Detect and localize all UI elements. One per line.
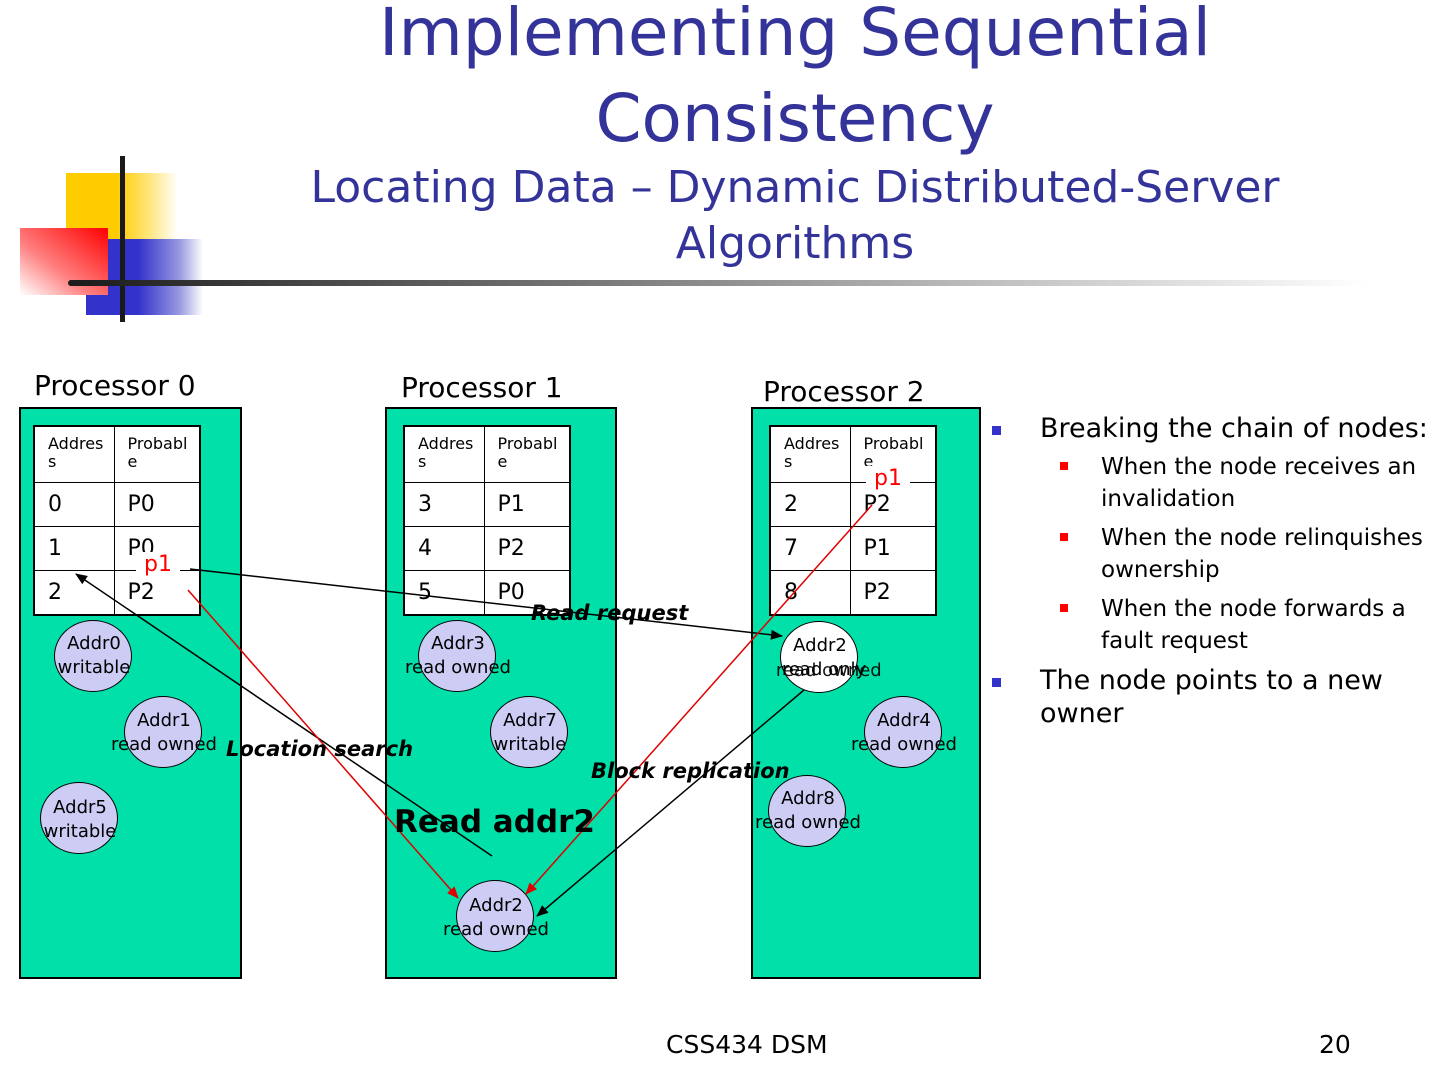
table-row: 3 P1 [403, 481, 571, 527]
overwrite-annotation-p1: p1 [136, 552, 180, 577]
table-row: 2 P2 [769, 481, 937, 527]
table-cell-address: 0 [33, 481, 115, 527]
bullet-item: Breaking the chain of nodes: [988, 412, 1438, 445]
table-row: 1 P0 [33, 525, 201, 571]
table-cell-owner: P1 [849, 525, 937, 571]
slide-title: Implementing Sequential Consistency [379, 0, 1211, 157]
processor-2-table: Addres s Probabl e 2 P2 7 P1 8 P2 [769, 425, 937, 616]
table-row: 8 P2 [769, 569, 937, 615]
sub-bullet-item: When the node receives an invalidation [988, 451, 1438, 515]
sub-bullet-item: When the node relinquishes ownership [988, 522, 1438, 586]
processor-1-label: Processor 1 [401, 371, 563, 404]
overwrite-annotation-p1: p1 [866, 466, 910, 491]
table-row: 0 P0 [33, 481, 201, 527]
table-cell-address: 2 [769, 481, 851, 527]
processor-0-table: Addres s Probabl e 0 P0 1 P0 2 P2 [33, 425, 201, 616]
location-search-label: Location search [226, 737, 414, 761]
table-header-address: Addres s [403, 425, 485, 483]
slide-subtitle: Locating Data – Dynamic Distributed-Serv… [310, 162, 1280, 269]
title-underline-bar [68, 280, 1368, 286]
block-replication-label: Block replication [591, 759, 790, 783]
table-cell-owner: P2 [849, 569, 937, 615]
table-cell-address: 2 [33, 569, 115, 615]
sub-bullet-item: When the node forwards a fault request [988, 593, 1438, 657]
logo-vertical-bar [120, 156, 125, 322]
table-cell-address: 3 [403, 481, 485, 527]
bullet-item: The node points to a new owner [988, 664, 1438, 730]
table-row: 7 P1 [769, 525, 937, 571]
table-row: 4 P2 [403, 525, 571, 571]
node-addr4 [864, 696, 942, 768]
table-cell-address: 1 [33, 525, 115, 571]
table-cell-address: 8 [769, 569, 851, 615]
table-cell-owner: P1 [483, 481, 571, 527]
table-header-address: Addres s [769, 425, 851, 483]
table-cell-address: 4 [403, 525, 485, 571]
bullet-list: Breaking the chain of nodes: When the no… [988, 412, 1438, 736]
table-header-probable: Probabl e [483, 425, 571, 483]
page-number: 20 [1319, 1030, 1351, 1059]
processor-2-label: Processor 2 [763, 375, 925, 408]
read-addr2-label: Read addr2 [394, 804, 595, 840]
processor-1-table: Addres s Probabl e 3 P1 4 P2 5 P0 [403, 425, 571, 616]
table-header-address: Addres s [33, 425, 115, 483]
table-cell-address: 5 [403, 569, 485, 615]
table-cell-owner: P0 [113, 481, 201, 527]
table-cell-owner: P2 [483, 525, 571, 571]
node-addr2-requester [456, 880, 534, 952]
table-header-probable: Probabl e [113, 425, 201, 483]
read-request-label: Read request [531, 601, 689, 625]
processor-0-label: Processor 0 [34, 369, 196, 402]
table-cell-address: 7 [769, 525, 851, 571]
footer-course-label: CSS434 DSM [666, 1030, 828, 1059]
